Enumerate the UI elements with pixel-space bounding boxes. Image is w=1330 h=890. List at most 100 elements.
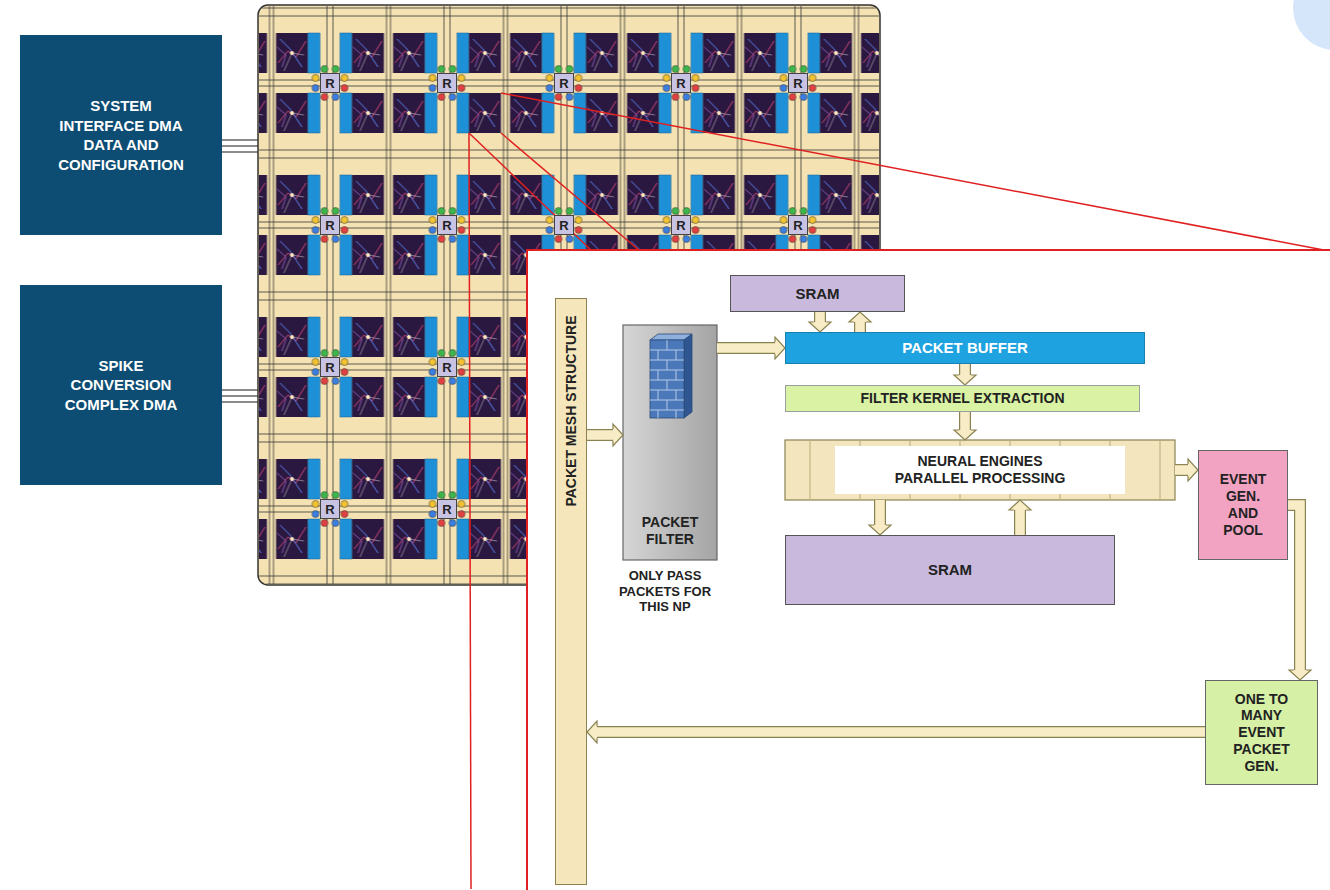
node-label: PACKET BUFFER (902, 339, 1028, 357)
node-label: R (442, 503, 451, 516)
router-box: R (320, 499, 340, 519)
arrow-body (597, 727, 1205, 737)
corner-decoration (1293, 0, 1330, 50)
arrow-outline (814, 312, 826, 322)
node-label: R (793, 219, 802, 232)
node-label: EVENT GEN. AND POOL (1214, 471, 1272, 538)
node-label: SYSTEM INTERFACE DMA DATA AND CONFIGURAT… (50, 96, 192, 174)
node-label: PACKET MESH STRUCTURE (563, 315, 580, 506)
arrow-outline (717, 342, 775, 354)
zoom-line (501, 133, 640, 251)
arrow-body (1288, 505, 1300, 670)
node-label: R (325, 219, 334, 232)
arrow-outline (587, 429, 613, 441)
engine-strip-fill (785, 440, 1175, 500)
arrow-outline (1175, 464, 1188, 476)
router-box: R (437, 357, 457, 377)
node-label: R (325, 361, 334, 374)
flow-arrow (1175, 459, 1198, 481)
arrow-head (1289, 670, 1311, 680)
router-box: R (671, 215, 691, 235)
arrow-head (613, 424, 623, 446)
arrow-outline (959, 364, 971, 375)
engine-dividers (810, 440, 1160, 500)
arrow-head (849, 312, 871, 322)
link-wire (222, 145, 259, 147)
router-box: R (320, 73, 340, 93)
sram-box: SRAM (730, 275, 905, 312)
zoom-line (469, 133, 592, 251)
arrow-head (587, 721, 597, 743)
link-wire (222, 139, 259, 141)
node-note: ONLY PASS PACKETS FOR THIS NP (615, 568, 715, 615)
wall-bricks (650, 340, 684, 418)
node-label: PACKET FILTER (627, 514, 713, 548)
node-label: NEURAL ENGINES PARALLEL PROCESSING (885, 453, 1075, 487)
flow-arrow (954, 364, 976, 385)
dma-link (222, 140, 259, 402)
flow-arrow (717, 337, 785, 359)
flow-arrow (869, 500, 891, 535)
arrow-outline (1014, 510, 1026, 535)
node-label: FILTER KERNEL EXTRACTION (860, 390, 1064, 407)
router-box: R (437, 73, 457, 93)
flow-arrow (954, 412, 976, 440)
link-wire (222, 395, 259, 397)
node-label: R (442, 219, 451, 232)
zoom-line (469, 133, 471, 889)
event-box: EVENT GEN. AND POOL (1198, 450, 1288, 560)
arrow-head (954, 375, 976, 385)
arrow-outline (1288, 505, 1300, 670)
arrow-body (1175, 465, 1188, 475)
filter-box-fill (623, 325, 717, 560)
engine-label-ground (835, 446, 1125, 494)
arrow-body (875, 500, 885, 525)
arrow-body (815, 312, 825, 322)
arrow-outline (854, 322, 866, 332)
arrow-body (960, 412, 970, 430)
arrow-body (855, 322, 865, 332)
node-label: SRAM (928, 561, 972, 579)
arrow-body (717, 343, 775, 353)
flow-arrow (809, 312, 831, 332)
kernel-box: FILTER KERNEL EXTRACTION (785, 385, 1140, 412)
node-label: R (559, 77, 568, 90)
router-box: R (437, 215, 457, 235)
router-box: R (554, 73, 574, 93)
link-wire (222, 389, 259, 391)
wall-front (650, 340, 684, 418)
flow-arrow (1288, 505, 1311, 680)
flow-arrow (587, 721, 1205, 743)
arrow-outline (874, 500, 886, 525)
node-label: R (559, 219, 568, 232)
packet-gen-box: ONE TO MANY EVENT PACKET GEN. (1205, 680, 1318, 785)
node-label: R (676, 77, 685, 90)
dma-box: SYSTEM INTERFACE DMA DATA AND CONFIGURAT… (20, 35, 222, 235)
flow-arrow (587, 424, 623, 446)
node-label: R (793, 77, 802, 90)
router-box: R (788, 215, 808, 235)
arrow-head (809, 322, 831, 332)
flow-arrow (1009, 500, 1031, 535)
firewall-icon (650, 334, 692, 418)
router-box: R (320, 215, 340, 235)
node-label: SPIKE CONVERSION COMPLEX DMA (50, 356, 192, 415)
mesh-bar: PACKET MESH STRUCTURE (555, 298, 587, 885)
dma-box: SPIKE CONVERSION COMPLEX DMA (20, 285, 222, 485)
node-label: R (325, 77, 334, 90)
node-label: R (442, 77, 451, 90)
filter-box: PACKET FILTERONLY PASS PACKETS FOR THIS … (623, 325, 717, 560)
arrow-head (1188, 459, 1198, 481)
arrow-head (954, 430, 976, 440)
engine-strip: NEURAL ENGINES PARALLEL PROCESSING (785, 440, 1175, 500)
arrow-body (960, 364, 970, 375)
node-label: SRAM (795, 285, 839, 303)
arrow-body (587, 430, 613, 440)
arrow-head (1009, 500, 1031, 510)
zoom-panel (527, 250, 1330, 890)
node-label: R (442, 361, 451, 374)
arrow-head (775, 337, 785, 359)
node-label: R (676, 219, 685, 232)
arrow-outline (597, 726, 1205, 738)
